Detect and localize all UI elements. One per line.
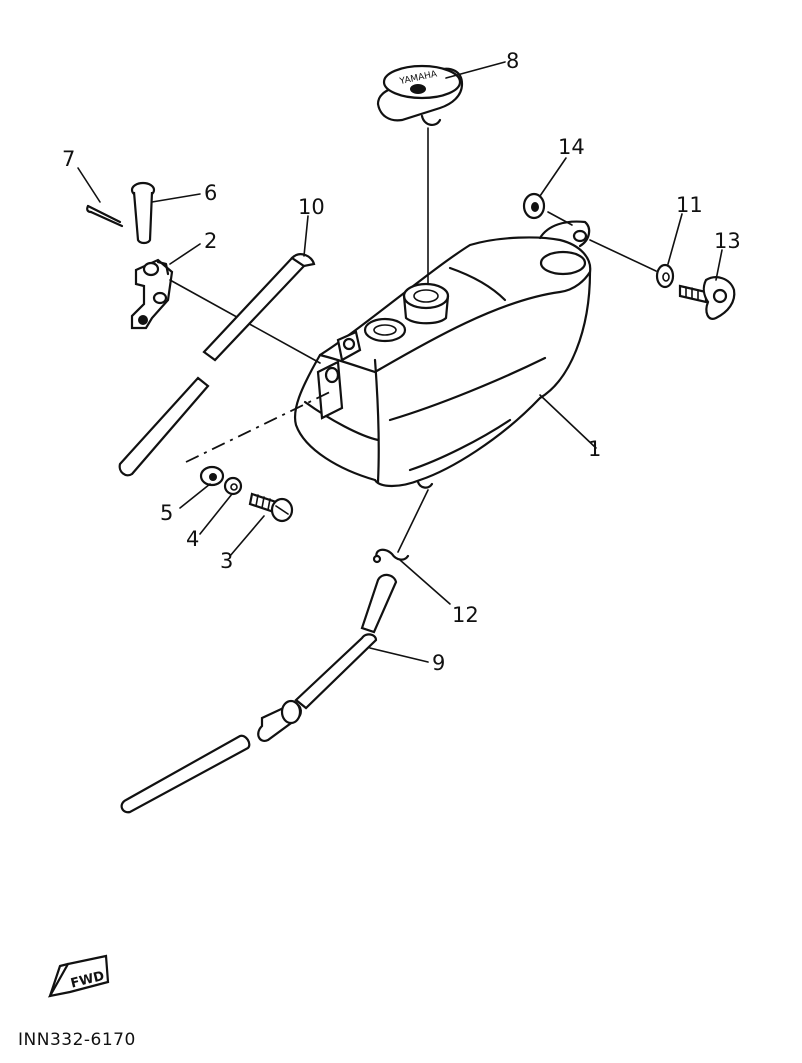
diagram-code: INN332-6170	[18, 1030, 136, 1050]
callout-5: 5	[160, 501, 173, 525]
cotter-pin-7[interactable]	[86, 204, 124, 228]
fuel-tank[interactable]	[294, 220, 592, 489]
washer-5[interactable]	[199, 465, 225, 487]
hose-clip-12[interactable]	[372, 548, 410, 564]
mounting-bracket-2[interactable]	[130, 258, 174, 330]
callout-12: 12	[452, 603, 479, 627]
callout-14: 14	[558, 135, 585, 159]
clevis-pin-6[interactable]	[130, 181, 156, 245]
callout-10: 10	[298, 195, 325, 219]
callout-9: 9	[432, 651, 445, 675]
callout-1: 1	[588, 437, 601, 461]
callout-6: 6	[204, 181, 217, 205]
callout-3: 3	[220, 549, 233, 573]
callout-7: 7	[62, 147, 75, 171]
callout-8: 8	[506, 49, 519, 73]
vent-hose-10[interactable]	[118, 253, 316, 477]
rear-washer-14[interactable]	[522, 192, 546, 220]
callout-2: 2	[204, 229, 217, 253]
fuel-line-9[interactable]	[120, 573, 398, 814]
callout-11: 11	[676, 193, 703, 217]
wing-bolt-13[interactable]	[678, 276, 736, 320]
callout-4: 4	[186, 527, 199, 551]
rear-washer-11[interactable]	[655, 263, 675, 289]
bolt-3[interactable]	[248, 492, 294, 523]
fuel-cap[interactable]: YAMAHA	[376, 64, 464, 126]
callout-13: 13	[714, 229, 741, 253]
lock-washer-4[interactable]	[223, 476, 243, 496]
forward-direction-icon: FWD	[47, 954, 110, 998]
